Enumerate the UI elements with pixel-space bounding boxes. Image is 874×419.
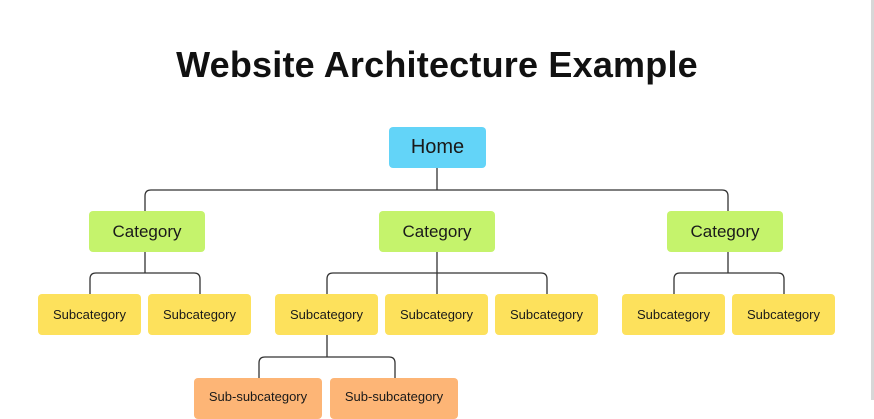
node-subcategory-label: Subcategory: [290, 307, 363, 322]
node-home-label: Home: [410, 136, 465, 158]
node-category-2: Category: [379, 211, 495, 252]
page-title: Website Architecture Example: [176, 44, 698, 85]
node-subsubcategory-1: Sub-subcategory: [194, 378, 322, 419]
node-category-1: Category: [89, 211, 205, 252]
connector-home-categories: [144, 168, 729, 211]
node-subsubcategory-label: Sub-subcategory: [208, 389, 308, 404]
connector-subcategory-subsubcategories: [258, 335, 396, 378]
node-subcategory-label: Subcategory: [510, 307, 583, 322]
node-category-label: Category: [402, 221, 472, 241]
node-category-3: Category: [667, 211, 783, 252]
node-subsubcategory-2: Sub-subcategory: [330, 378, 458, 419]
node-subcategory-label: Subcategory: [53, 307, 126, 322]
node-subcategory-5: Subcategory: [495, 294, 598, 335]
node-subsubcategory-label: Sub-subcategory: [344, 389, 444, 404]
node-category-label: Category: [112, 221, 182, 241]
node-subcategory-label: Subcategory: [747, 307, 820, 322]
node-subcategory-1: Subcategory: [38, 294, 141, 335]
node-subcategory-6: Subcategory: [622, 294, 725, 335]
connector-category-1-subcategories: [89, 252, 201, 294]
node-category-label: Category: [690, 221, 760, 241]
diagram-canvas: Website Architecture Example Home Catego…: [38, 0, 874, 419]
node-subcategory-label: Subcategory: [637, 307, 710, 322]
connector-category-3-subcategories: [673, 252, 785, 294]
node-subcategory-label: Subcategory: [163, 307, 236, 322]
node-subcategory-3: Subcategory: [275, 294, 378, 335]
page-edge-divider: [871, 0, 874, 400]
node-subcategory-4: Subcategory: [385, 294, 488, 335]
node-subcategory-label: Subcategory: [400, 307, 473, 322]
node-subcategory-2: Subcategory: [148, 294, 251, 335]
connector-category-2-subcategories: [326, 252, 548, 294]
connector-lines: [89, 168, 785, 378]
node-home: Home: [389, 127, 486, 168]
node-subcategory-7: Subcategory: [732, 294, 835, 335]
